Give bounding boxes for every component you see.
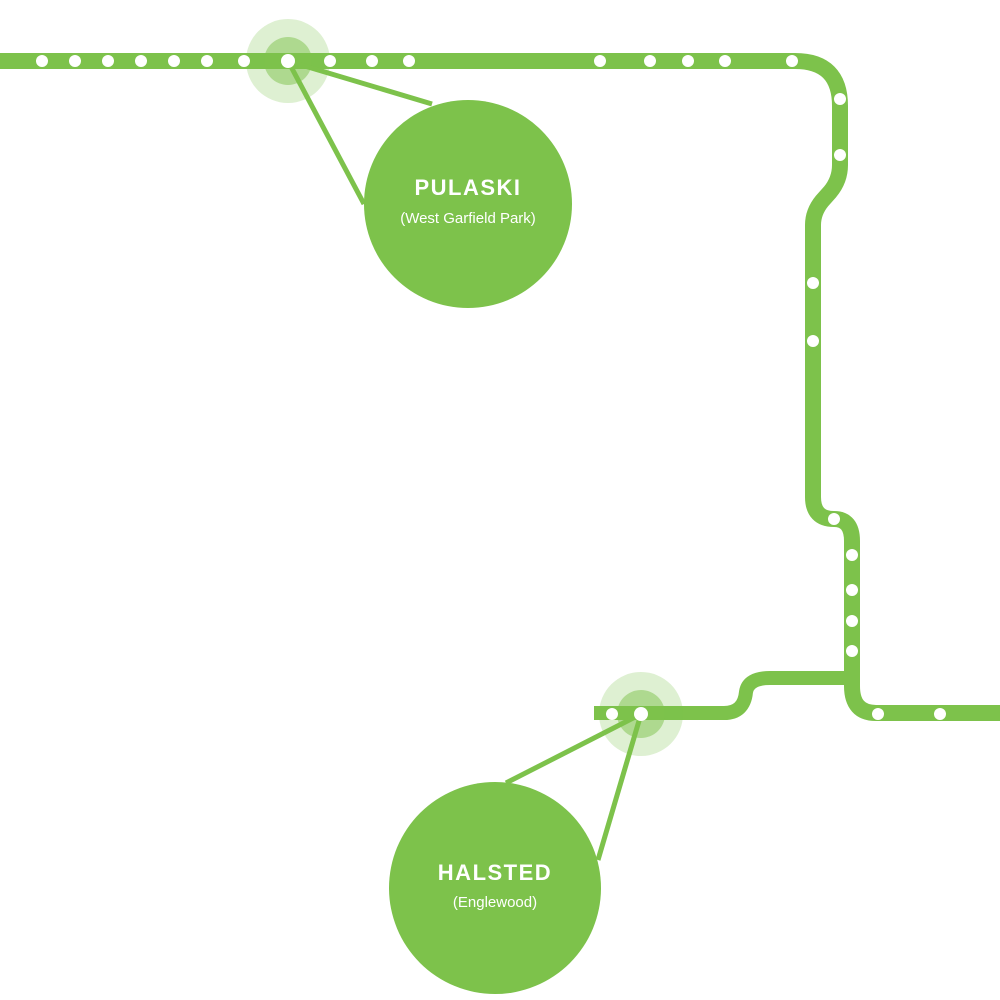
pulaski-label-bubble xyxy=(364,100,572,308)
station-stop[interactable] xyxy=(834,149,846,161)
station-stop[interactable] xyxy=(846,645,858,657)
station-stop[interactable] xyxy=(644,55,656,67)
station-stop[interactable] xyxy=(872,708,884,720)
station-stop[interactable] xyxy=(606,708,618,720)
station-stop[interactable] xyxy=(201,55,213,67)
station-stop[interactable] xyxy=(834,93,846,105)
station-stop[interactable] xyxy=(786,55,798,67)
station-stop[interactable] xyxy=(69,55,81,67)
station-name-pulaski: PULASKI xyxy=(414,175,521,200)
station-stop[interactable] xyxy=(403,55,415,67)
station-stop[interactable] xyxy=(846,549,858,561)
station-stop[interactable] xyxy=(102,55,114,67)
pulaski-pointer-lower xyxy=(285,59,367,206)
station-stop[interactable] xyxy=(366,55,378,67)
station-stop-pulaski[interactable] xyxy=(281,54,295,68)
station-stop-halsted[interactable] xyxy=(634,707,648,721)
station-name-halsted: HALSTED xyxy=(438,860,552,885)
station-neighborhood-pulaski: (West Garfield Park) xyxy=(400,210,536,227)
station-stop[interactable] xyxy=(324,55,336,67)
station-stop[interactable] xyxy=(135,55,147,67)
station-stop[interactable] xyxy=(36,55,48,67)
station-stops xyxy=(36,54,946,721)
halsted-pointer-right xyxy=(595,713,644,861)
station-stop[interactable] xyxy=(168,55,180,67)
station-neighborhood-halsted: (Englewood) xyxy=(453,894,537,911)
green-line-branch-track xyxy=(594,671,852,720)
station-stop[interactable] xyxy=(846,584,858,596)
station-stop[interactable] xyxy=(828,513,840,525)
station-stop[interactable] xyxy=(594,55,606,67)
station-stop[interactable] xyxy=(719,55,731,67)
station-stop[interactable] xyxy=(807,335,819,347)
pulaski-pointer-upper xyxy=(287,58,433,107)
station-stop[interactable] xyxy=(934,708,946,720)
station-stop[interactable] xyxy=(682,55,694,67)
halsted-pointer-left xyxy=(504,711,643,786)
halsted-label-bubble xyxy=(389,782,601,994)
station-stop[interactable] xyxy=(807,277,819,289)
station-stop[interactable] xyxy=(238,55,250,67)
station-stop[interactable] xyxy=(846,615,858,627)
